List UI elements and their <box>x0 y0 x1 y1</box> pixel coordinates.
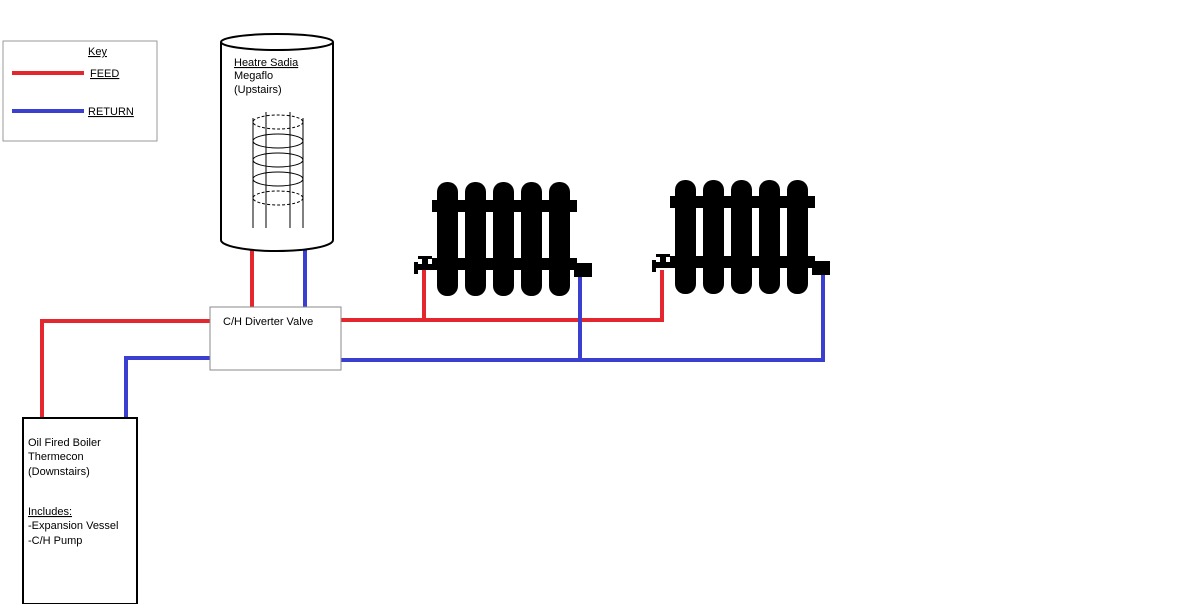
boiler-include-pump: -C/H Pump <box>28 535 82 547</box>
legend-title: Key <box>88 46 107 58</box>
coil-icon <box>252 112 304 228</box>
radiator-icon <box>652 180 830 294</box>
return-pipe-boiler-to-valve <box>124 356 212 420</box>
boiler-location: (Downstairs) <box>28 466 90 478</box>
cylinder-location: (Upstairs) <box>234 84 282 96</box>
boiler-box <box>22 417 138 604</box>
valve-icon <box>652 254 672 272</box>
boiler-includes-heading: Includes: <box>28 506 72 518</box>
diverter-valve-label: C/H Diverter Valve <box>223 316 313 328</box>
feed-pipes <box>40 248 664 420</box>
lockshield-icon <box>574 263 592 277</box>
return-pipes <box>124 248 825 420</box>
cylinder-top <box>220 33 334 51</box>
radiator-2 <box>652 180 830 294</box>
cylinder-model: Megaflo <box>234 70 273 82</box>
radiator-1 <box>414 182 592 296</box>
cylinder-body <box>220 42 334 252</box>
return-pipe-main <box>340 274 825 362</box>
boiler-include-expansion-vessel: -Expansion Vessel <box>28 520 119 532</box>
legend-feed-label: FEED <box>90 68 119 80</box>
boiler-type: Oil Fired Boiler <box>28 437 101 449</box>
diverter-valve: C/H Diverter Valve <box>209 306 342 371</box>
hot-water-cylinder: Heatre Sadia Megaflo (Upstairs) <box>220 33 334 252</box>
diverter-valve-box <box>209 306 342 371</box>
boiler-brand: Thermecon <box>28 451 84 463</box>
legend-return-label: RETURN <box>88 106 134 118</box>
legend-box <box>2 40 158 142</box>
lockshield-icon <box>812 261 830 275</box>
cylinder-title: Heatre Sadia <box>234 57 299 69</box>
feed-pipe-main <box>340 270 664 322</box>
feed-pipe-boiler-to-valve <box>40 319 212 420</box>
boiler: Oil Fired Boiler Thermecon (Downstairs) … <box>22 417 138 604</box>
legend: Key FEED RETURN <box>2 40 158 142</box>
valve-icon <box>414 256 434 274</box>
radiator-icon <box>414 182 592 296</box>
